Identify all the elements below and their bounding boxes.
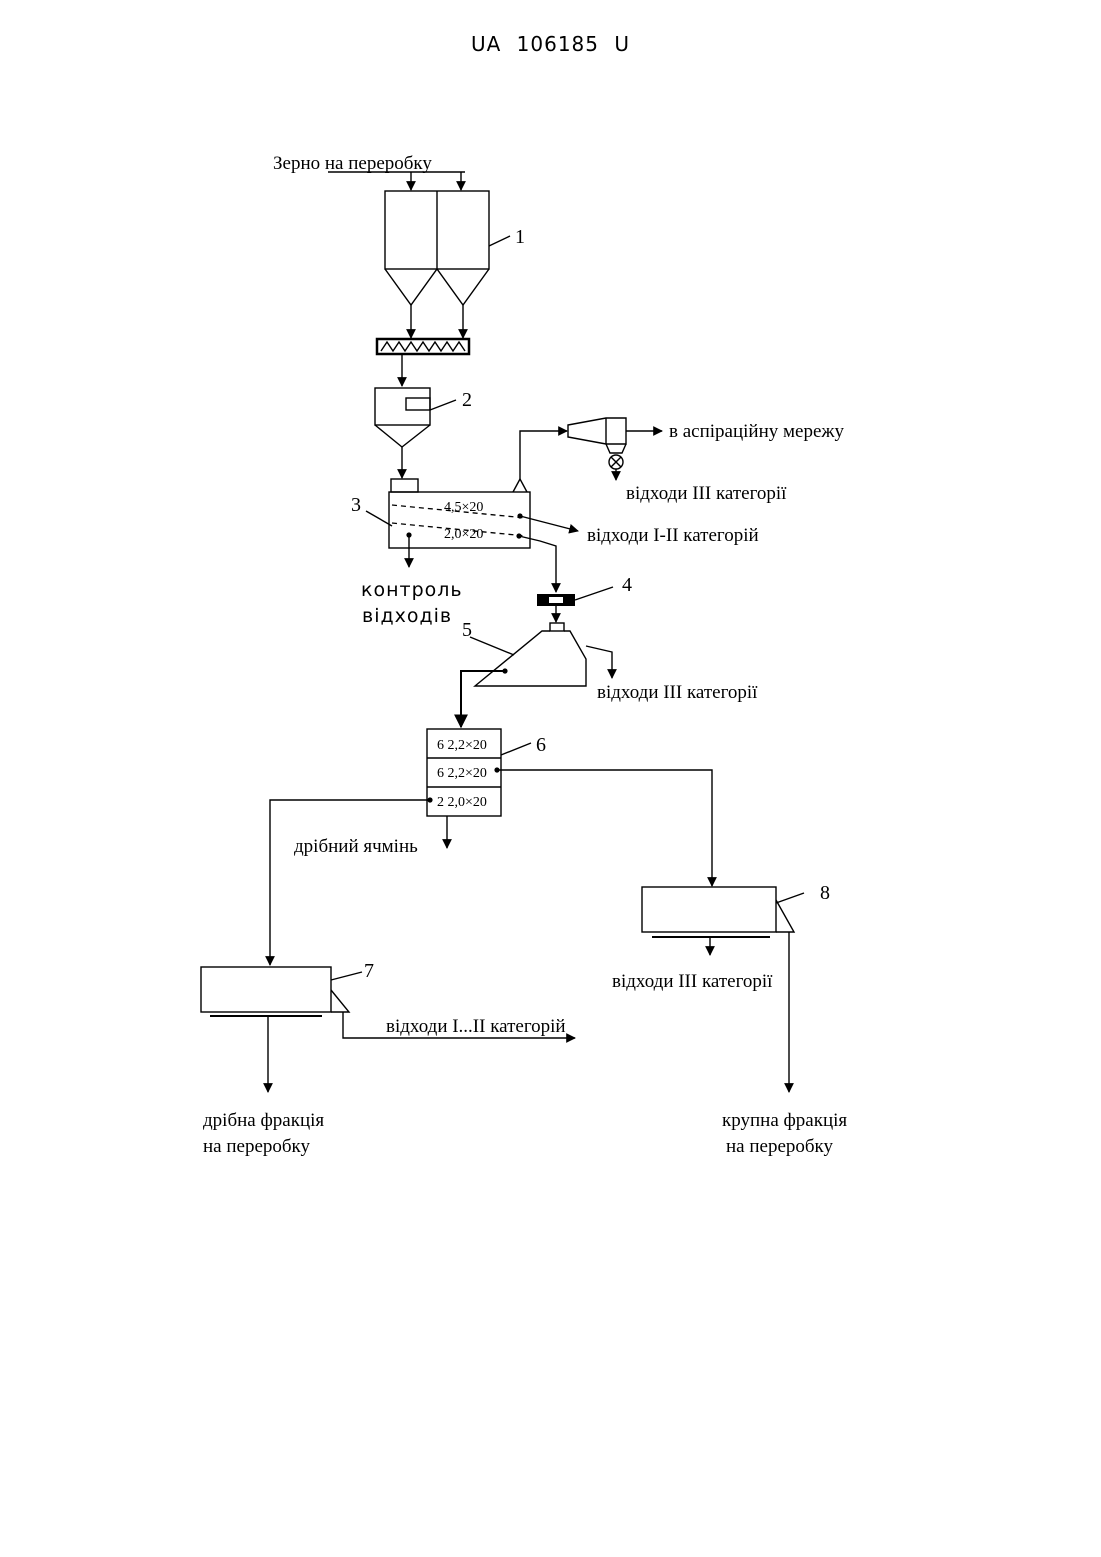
- waste-cat3-cleaner8-label: відходи III категорії: [612, 971, 773, 992]
- trieur-5: [475, 623, 586, 686]
- small-fraction-label-1: дрібна фракція: [203, 1110, 324, 1131]
- aspiration-network-label: в аспіраційну мережу: [669, 421, 845, 442]
- sorter-sieve-row-3: 2 2,0×20: [437, 795, 487, 810]
- leader-3: [366, 511, 392, 526]
- waste-cat3-trieur-label: відходи III категорії: [597, 682, 758, 703]
- label-number-1: 1: [515, 226, 525, 248]
- separator-sieve-top: 4,5×20: [444, 500, 483, 515]
- leader-2: [430, 400, 456, 410]
- waste-cat12-label: відходи I-II категорій: [587, 525, 759, 546]
- leader-4: [575, 587, 613, 600]
- leader-7: [331, 972, 362, 980]
- label-number-5: 5: [462, 619, 472, 641]
- waste-cat3-cyclone-label: відходи III категорії: [626, 483, 787, 504]
- sorter-sieve-row-2: 6 2,2×20: [437, 766, 487, 781]
- label-number-6: 6: [536, 734, 546, 756]
- large-fraction-flow: [497, 770, 712, 886]
- waste-cat12-arrow: [520, 516, 578, 531]
- large-fraction-label-2: на переробку: [726, 1136, 834, 1157]
- silo-bins: [385, 191, 489, 305]
- small-fraction-label-2: на переробку: [203, 1136, 311, 1157]
- separator-sieve-bottom: 2,0×20: [444, 527, 483, 542]
- hopper-2: [375, 388, 430, 447]
- small-barley-label: дрібний ячмінь: [294, 836, 418, 857]
- cleaner-8: [642, 887, 794, 937]
- small-fraction-flow: [270, 800, 430, 965]
- label-number-7: 7: [364, 960, 374, 982]
- label-number-4: 4: [622, 574, 632, 596]
- waste-control-label-1: контроль: [361, 579, 463, 601]
- separator-main-flow: [519, 536, 556, 592]
- label-number-8: 8: [820, 882, 830, 904]
- leader-6: [501, 743, 531, 755]
- magnetic-separator-4: [537, 594, 575, 606]
- screw-conveyor: [377, 339, 469, 354]
- grain-input-label: Зерно на переробку: [273, 153, 432, 174]
- label-number-3: 3: [351, 494, 361, 516]
- aspiration-duct: [520, 431, 567, 479]
- trieur-waste-arrow: [586, 646, 612, 678]
- waste-control-label-2: відходів: [362, 605, 452, 627]
- large-fraction-label-1: крупна фракція: [722, 1110, 847, 1131]
- leader-1: [489, 236, 510, 246]
- label-number-2: 2: [462, 389, 472, 411]
- cleaner-7: [201, 967, 349, 1016]
- leader-8: [776, 893, 804, 903]
- sorter-sieve-row-1: 6 2,2×20: [437, 738, 487, 753]
- cyclone: [568, 418, 626, 469]
- waste-cat1-2-label: відходи I...II категорій: [386, 1016, 566, 1037]
- leader-5: [470, 637, 514, 655]
